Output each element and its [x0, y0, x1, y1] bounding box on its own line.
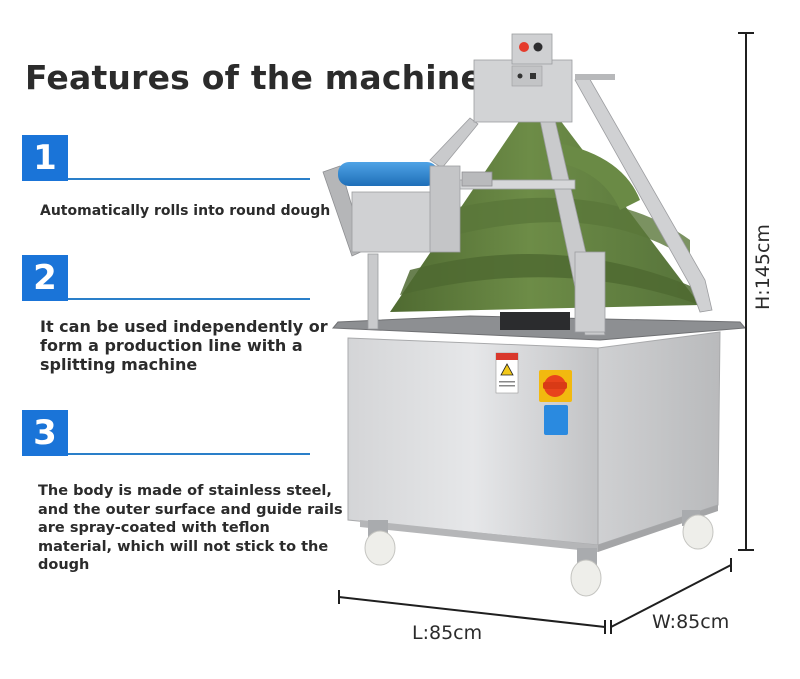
feature-divider — [68, 298, 310, 300]
height-dimension-label: H:145cm — [752, 224, 774, 310]
feature-number-badge: 2 — [22, 255, 68, 301]
feature-number-badge: 3 — [22, 410, 68, 456]
machine-image — [322, 33, 746, 597]
feature-description: Automatically rolls into round dough — [40, 203, 331, 219]
width-dimension-label: W:85cm — [652, 611, 730, 633]
feature-divider — [68, 453, 310, 455]
caster-wheel — [364, 520, 396, 566]
feature-description: It can be used independently or form a p… — [40, 317, 328, 374]
feature-divider — [68, 178, 310, 180]
feature-description: The body is made of stainless steel, and… — [38, 483, 343, 573]
length-dimension-label: L:85cm — [412, 622, 483, 644]
page-title: Features of the machine: — [25, 58, 497, 97]
feature-number-badge: 1 — [22, 135, 68, 181]
